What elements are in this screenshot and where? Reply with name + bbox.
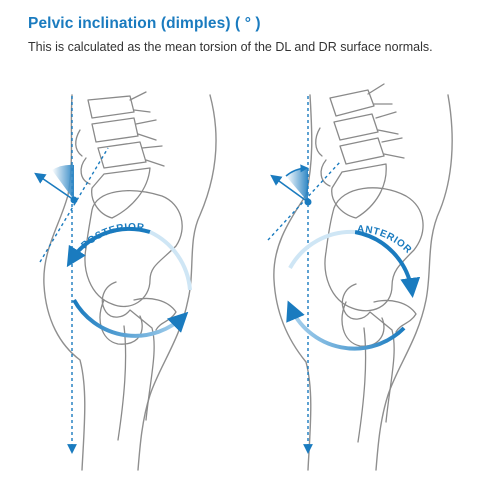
surface-tangent-line bbox=[39, 147, 109, 263]
anterior-rotation-arrow-lower bbox=[286, 300, 406, 351]
posterior-rotation-arrow bbox=[66, 226, 151, 268]
anterior-rotation-arrow bbox=[354, 230, 421, 298]
surface-normal-arrow bbox=[270, 174, 309, 203]
surface-normal-arrow bbox=[34, 172, 75, 201]
posterior-rotation-arrow-lower bbox=[72, 299, 189, 338]
dimple-point bbox=[70, 196, 78, 204]
body-outline-back bbox=[43, 94, 86, 471]
page-title: Pelvic inclination (dimples) ( ° ) bbox=[28, 15, 261, 32]
body-outline-front bbox=[375, 94, 453, 471]
pelvis bbox=[324, 187, 424, 312]
dimple-point bbox=[304, 198, 312, 206]
sacrum bbox=[331, 163, 387, 219]
inclination-angle-wedge bbox=[52, 164, 74, 200]
lumbar-spine bbox=[315, 83, 405, 187]
page-subtitle: This is calculated as the mean torsion o… bbox=[28, 40, 433, 54]
pelvis bbox=[84, 190, 183, 308]
anterior-figure: ANTERIOR bbox=[267, 83, 453, 471]
posterior-figure: POSTERIOR bbox=[34, 91, 217, 471]
sacrum bbox=[91, 167, 151, 219]
body-outline-back bbox=[273, 94, 313, 471]
body-outline-front bbox=[137, 94, 217, 471]
anterior-label: ANTERIOR bbox=[357, 224, 414, 256]
femur bbox=[341, 283, 417, 443]
lumbar-spine bbox=[75, 91, 165, 185]
inclination-angle-wedge bbox=[286, 167, 308, 202]
